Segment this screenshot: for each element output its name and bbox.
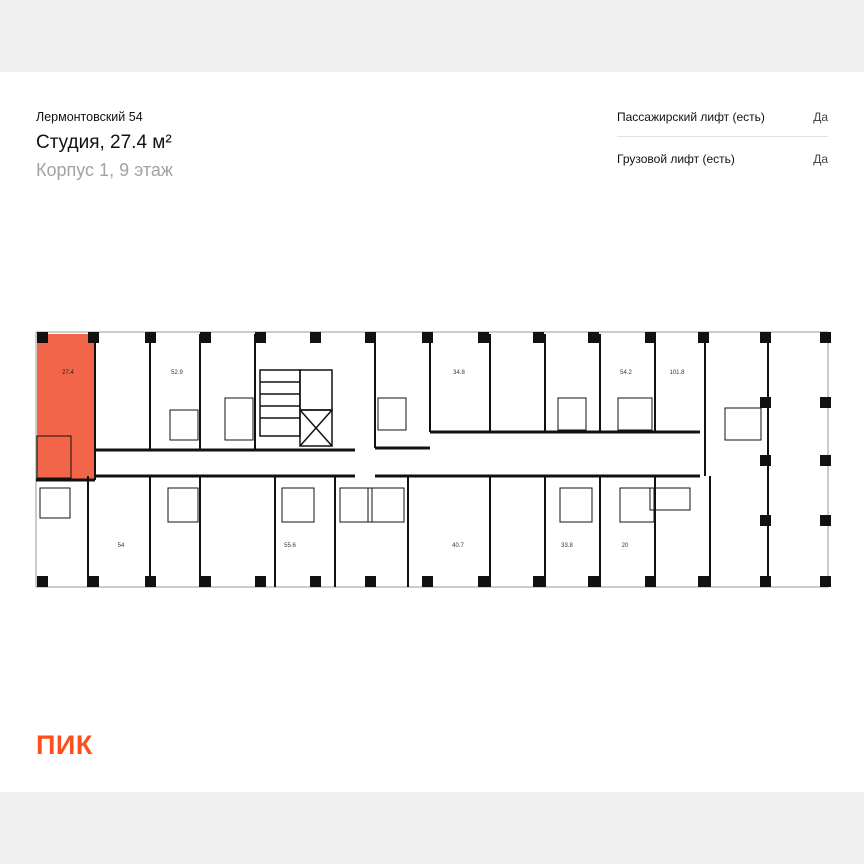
column (422, 576, 433, 587)
column (310, 576, 321, 587)
column (760, 332, 771, 343)
column (200, 576, 211, 587)
column (88, 576, 99, 587)
structural-columns (37, 332, 831, 587)
column (478, 576, 489, 587)
column (645, 576, 656, 587)
spec-label: Пассажирский лифт (есть) (617, 110, 765, 124)
column (365, 576, 376, 587)
column (145, 332, 156, 343)
column (760, 397, 771, 408)
stair-core (259, 369, 333, 447)
building-floor: Корпус 1, 9 этаж (36, 160, 173, 180)
unit-label: 55.6 (284, 543, 296, 549)
apartment-title: Студия, 27.4 м² (36, 132, 172, 153)
unit-label: 33.8 (561, 543, 573, 549)
spec-label: Грузовой лифт (есть) (617, 152, 735, 166)
column (760, 576, 771, 587)
column (760, 455, 771, 466)
partition-walls (87, 334, 769, 587)
spec-freight-lift: Грузовой лифт (есть) Да (617, 140, 828, 178)
column (760, 515, 771, 526)
column (820, 515, 831, 526)
column (37, 332, 48, 343)
column (820, 397, 831, 408)
column (422, 332, 433, 343)
unit-label: 20 (622, 543, 629, 549)
column (255, 576, 266, 587)
column (698, 332, 709, 343)
column (478, 332, 489, 343)
column (88, 332, 99, 343)
unit-label: 34.8 (453, 370, 465, 376)
bathrooms (36, 397, 762, 523)
column (645, 332, 656, 343)
column (533, 576, 544, 587)
spec-value: Да (813, 152, 828, 166)
column (820, 332, 831, 343)
column (533, 332, 544, 343)
unit-label: 54.2 (620, 370, 632, 376)
column (820, 455, 831, 466)
spec-value: Да (813, 110, 828, 124)
column (588, 332, 599, 343)
column (255, 332, 266, 343)
highlighted-apartment[interactable] (37, 334, 95, 480)
column (365, 332, 376, 343)
unit-label: 54 (118, 543, 125, 549)
column (588, 576, 599, 587)
column (820, 576, 831, 587)
unit-label: 27.4 (62, 370, 74, 376)
column (310, 332, 321, 343)
unit-label: 40.7 (452, 543, 464, 549)
column (698, 576, 709, 587)
corridor-walls (36, 430, 700, 482)
unit-label: 52.9 (171, 370, 183, 376)
pik-logo: ПИК (36, 730, 93, 760)
column (37, 576, 48, 587)
column (200, 332, 211, 343)
column (145, 576, 156, 587)
spec-passenger-lift: Пассажирский лифт (есть) Да (617, 98, 828, 137)
unit-label: 101.8 (669, 370, 685, 376)
unit-labels: 27.4 52.9 34.8 54.2 101.8 54 55.6 40.7 3… (62, 370, 685, 549)
project-name: Лермонтовский 54 (36, 110, 143, 124)
